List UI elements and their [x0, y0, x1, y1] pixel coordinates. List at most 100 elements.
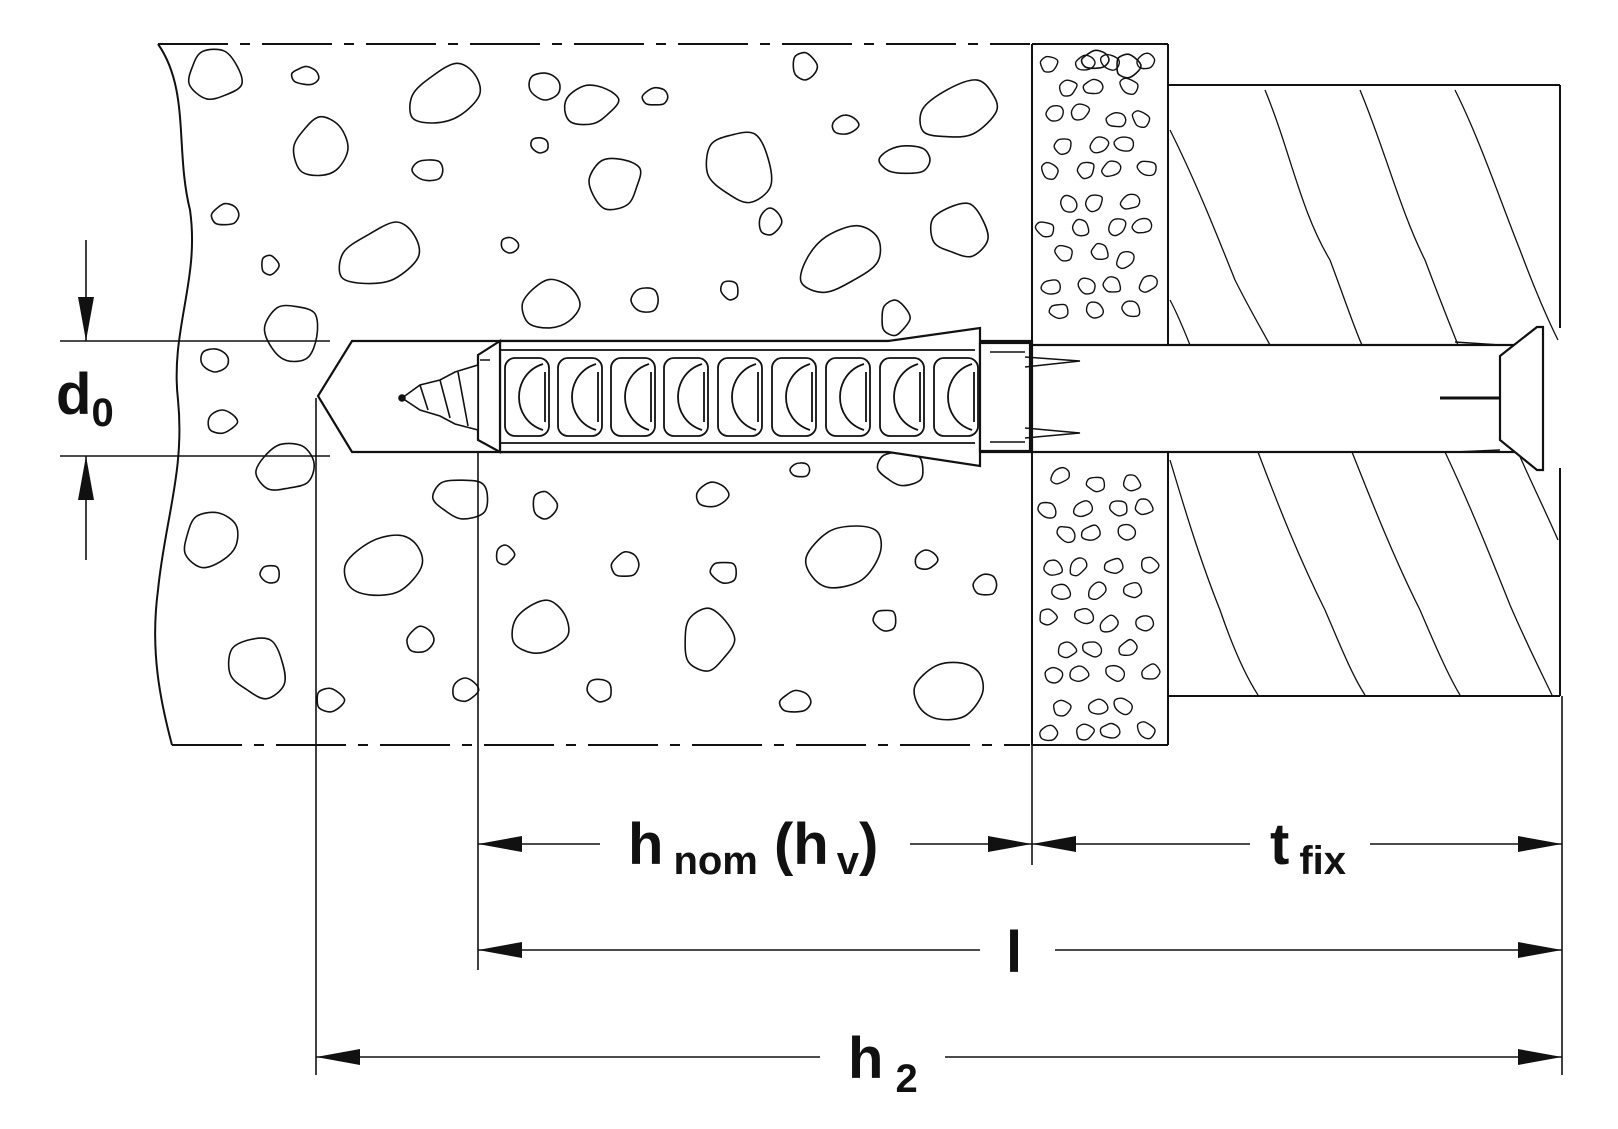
plaster-grain [1085, 301, 1104, 319]
aggregate-stone [316, 687, 346, 713]
aggregate-stone [532, 490, 559, 520]
d0-label: d0 [56, 362, 114, 435]
aggregate-stone [804, 525, 883, 589]
plug-segment-curve [677, 363, 703, 431]
aggregate-stone [210, 202, 240, 226]
plaster-grain [1054, 244, 1073, 262]
plaster-grain [1141, 663, 1161, 680]
aggregate-stone [187, 48, 243, 101]
plaster-grain [1085, 476, 1106, 493]
aggregate-stone [876, 451, 924, 487]
timber-fixture [1168, 84, 1561, 697]
plaster-grain [1099, 722, 1121, 739]
plaster-grain [1039, 724, 1059, 742]
aggregate-stone [431, 479, 489, 520]
plaster-grain [1052, 699, 1072, 717]
plug-segment-curve [839, 363, 865, 431]
plaster-grain [1122, 582, 1143, 599]
aggregate-stone [495, 544, 516, 566]
plaster-grain [1099, 53, 1120, 71]
plaster-grain [1103, 557, 1124, 575]
aggregate-stone [452, 677, 480, 703]
aggregate-stone [929, 202, 989, 258]
aggregate-stone [641, 86, 669, 106]
aggregate-stone [878, 144, 931, 175]
aggregate-stone [881, 299, 911, 337]
aggregate-stone [255, 442, 316, 491]
plug-segment [610, 357, 656, 437]
plaster-grain [1108, 500, 1128, 517]
aggregate-stone [684, 607, 736, 672]
plug-segment-curve [947, 363, 973, 431]
plug-segment [825, 357, 871, 437]
plaster-grain [1138, 274, 1158, 293]
aggregate-stone [913, 661, 985, 721]
plaster-grain [1084, 194, 1104, 213]
aggregate-stone [338, 221, 421, 285]
plaster-grain [1087, 698, 1109, 715]
aggregate-stone [290, 65, 320, 86]
aggregate-stone [758, 207, 783, 236]
aggregate-stone [207, 409, 239, 435]
aggregate-stone [792, 51, 819, 81]
plaster-grain [1040, 161, 1059, 180]
plaster-grain [1060, 194, 1078, 213]
plaster-grain [1077, 277, 1096, 295]
dimension-lines [60, 240, 1563, 1075]
plaster-grain [1058, 79, 1078, 97]
plaster-grain [1050, 466, 1071, 485]
aggregate-stone [705, 131, 773, 204]
concrete-base-material [154, 43, 1142, 746]
plaster-grain [1118, 638, 1138, 657]
aggregate-stone [261, 254, 280, 276]
plug-segment [663, 357, 709, 437]
plaster-grain [1088, 581, 1107, 601]
aggregate-stone [709, 561, 738, 585]
aggregate-stone [343, 534, 424, 597]
plug-segment [933, 357, 979, 437]
plug-segment-curve [571, 363, 597, 431]
frame-anchor [316, 325, 1545, 472]
aggregate-stone [409, 62, 482, 124]
aggregate-stone [799, 224, 882, 294]
anti-rotation-fin-bottom [1024, 427, 1081, 439]
plaster-grain [1040, 279, 1061, 295]
aggregate-stone [183, 511, 239, 569]
l-label: l [1006, 920, 1022, 985]
plaster-grain [1119, 193, 1141, 210]
plug-segment-curve [624, 363, 650, 431]
aggregate-stone [511, 599, 570, 654]
aggregate-stone [263, 304, 319, 363]
plaster-grain [1073, 607, 1095, 625]
plug-collar [978, 341, 1032, 453]
plug-expansion-segments [500, 349, 979, 444]
plaster-grain [1090, 242, 1109, 261]
plaster-grain [1136, 52, 1156, 70]
aggregate-stone [411, 159, 444, 182]
plug-segment [771, 357, 817, 437]
plug-segment-curve [731, 363, 757, 431]
plaster-grain [1048, 303, 1069, 320]
plaster-grain [1057, 641, 1078, 659]
plaster-grain [1074, 54, 1096, 71]
plaster-grain [1089, 136, 1110, 154]
plaster-grain [1136, 160, 1157, 177]
plaster-layer [1032, 43, 1169, 746]
aggregate-stone [789, 462, 811, 478]
aggregate-stone [630, 287, 660, 313]
plaster-grain [1113, 136, 1135, 152]
aggregate-stone [530, 136, 549, 154]
plaster-grain [1081, 641, 1103, 658]
plaster-grain [1070, 103, 1091, 121]
plaster-grain [1053, 138, 1072, 156]
plaster-grain [1076, 723, 1096, 741]
aggregate-stone [521, 278, 581, 329]
plaster-grain [1099, 614, 1119, 633]
plaster-grain [1122, 474, 1142, 492]
plaster-grain [1135, 615, 1155, 632]
plaster-grain [1051, 583, 1072, 600]
plaster-grain [1069, 557, 1088, 577]
aggregate-stone [200, 348, 230, 373]
